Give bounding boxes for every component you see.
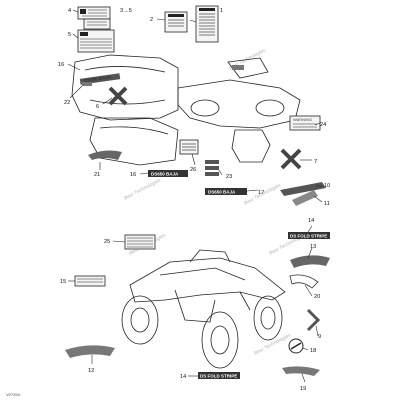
decal-21 xyxy=(88,150,122,160)
callout-13: 13 xyxy=(310,244,316,250)
callout-2: 2 xyxy=(150,17,153,23)
rear-fender-assembly xyxy=(71,54,179,121)
decal-23-stack xyxy=(205,160,219,176)
decal-6-x xyxy=(108,86,128,106)
decal-26 xyxy=(179,139,199,155)
callout-labels: 4 3→5 2 1 5 16 22 6 24 7 21 16 26 23 17 … xyxy=(58,8,330,392)
callout-1: 1 xyxy=(220,8,223,14)
callout-22: 22 xyxy=(64,100,70,106)
decal-18-stripe: DS650 BAJA xyxy=(148,170,188,177)
svg-text:WARNING: WARNING xyxy=(293,117,312,122)
decal-2 xyxy=(164,11,188,33)
decal-5 xyxy=(77,29,115,53)
callout-10: 10 xyxy=(324,183,330,189)
callout-6: 6 xyxy=(96,104,99,110)
atv-vehicle xyxy=(121,249,286,369)
callout-21: 21 xyxy=(94,172,100,178)
decal-25 xyxy=(124,234,156,250)
decal-22 xyxy=(82,82,92,86)
callout-19: 19 xyxy=(300,386,306,392)
callout-12: 12 xyxy=(88,368,94,374)
decal-14b: DS FOLD STRIPE xyxy=(198,372,240,379)
callout-24: 24 xyxy=(320,122,326,128)
watermark: Best Technologies xyxy=(253,332,292,357)
leader-lines xyxy=(67,9,323,383)
callout-15: 15 xyxy=(60,279,66,285)
callout-20: 20 xyxy=(314,294,320,300)
callout-18: 18 xyxy=(310,348,316,354)
svg-text:DS FOLD STRIPE: DS FOLD STRIPE xyxy=(290,234,327,239)
callout-26: 26 xyxy=(190,167,196,173)
callout-5: 5 xyxy=(68,32,71,38)
callout-16: 16 xyxy=(58,62,64,68)
decal-1 xyxy=(195,5,219,43)
decal-4 xyxy=(77,6,111,20)
callout-11: 11 xyxy=(324,201,330,207)
callout-9: 9 xyxy=(318,334,321,340)
front-fender-assembly xyxy=(89,117,179,166)
svg-text:DS650 BAJA: DS650 BAJA xyxy=(208,190,236,195)
callout-14: 14 xyxy=(308,218,314,224)
decal-11 xyxy=(292,190,318,206)
svg-text:DS650 BAJA: DS650 BAJA xyxy=(84,74,112,83)
decal-7-x xyxy=(280,148,302,170)
callout-7: 7 xyxy=(314,159,317,165)
figure-id: V07394 xyxy=(6,392,21,397)
decal-14a: DS FOLD STRIPE xyxy=(288,232,330,239)
decal-12 xyxy=(65,345,115,358)
decal-13 xyxy=(290,255,330,268)
decal-9 xyxy=(306,308,321,332)
seat-tank-assembly xyxy=(177,57,301,129)
decal-20 xyxy=(289,274,319,289)
decal-10 xyxy=(280,182,326,196)
decal-16-stripe: DS650 BAJA xyxy=(79,73,121,85)
callout-14-lower: 14 xyxy=(180,374,186,380)
decal-24-warning: WARNING xyxy=(289,115,321,131)
decal-17-stripe: DS650 BAJA xyxy=(205,188,247,195)
callout-25: 25 xyxy=(104,239,110,245)
decal-19 xyxy=(282,366,320,376)
decal-8-logo xyxy=(288,338,304,354)
svg-text:DS650 BAJA: DS650 BAJA xyxy=(151,172,179,177)
callout-16-lower: 16 xyxy=(130,172,136,178)
watermark: Best Technologies xyxy=(123,177,162,202)
decal-15 xyxy=(74,275,106,287)
decal-label-small xyxy=(83,18,111,30)
callout-23: 23 xyxy=(226,174,232,180)
side-panel-right xyxy=(231,129,271,163)
callout-4: 4 xyxy=(68,8,71,14)
callout-3: 3→5 xyxy=(120,8,132,14)
decal-19-small xyxy=(232,65,244,70)
svg-text:DS FOLD STRIPE: DS FOLD STRIPE xyxy=(200,374,237,379)
callout-17: 17 xyxy=(258,190,264,196)
